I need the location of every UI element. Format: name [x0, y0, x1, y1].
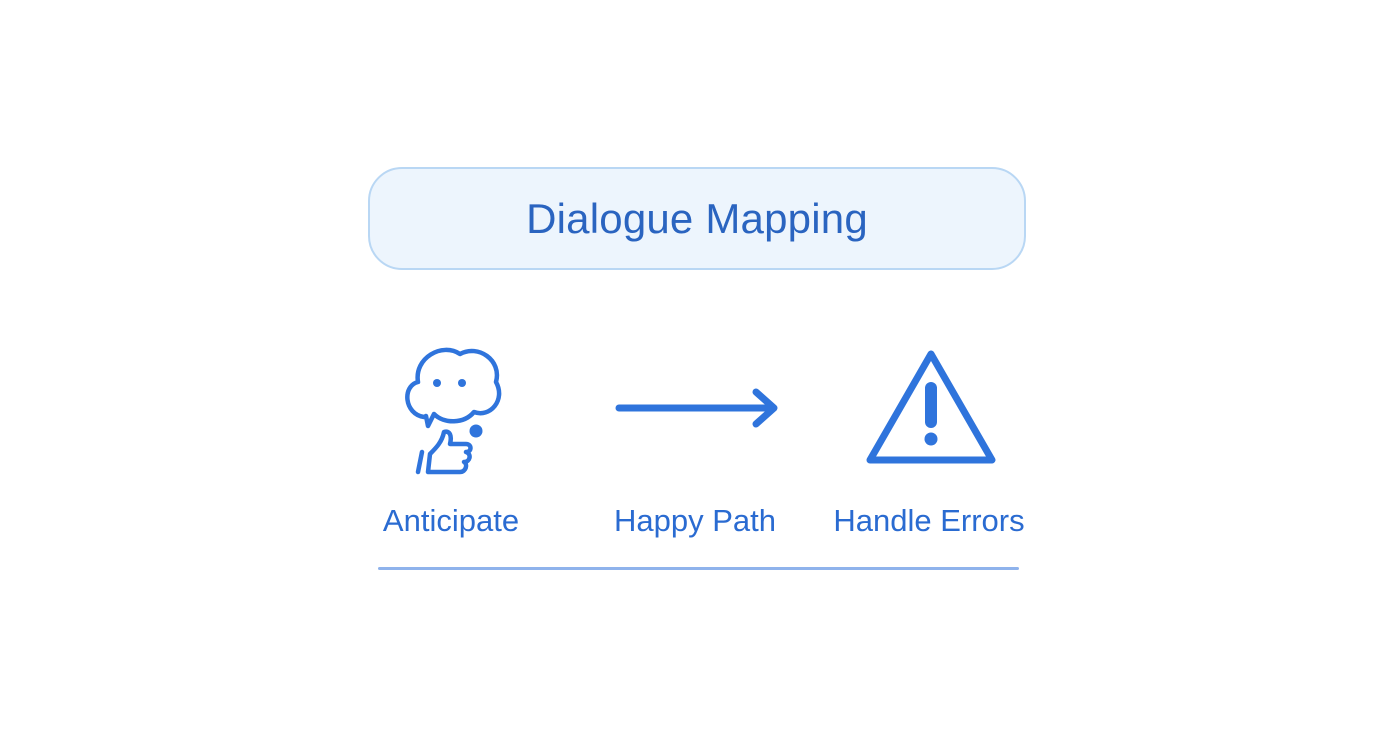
- step-label-handle-errors: Handle Errors: [833, 503, 1025, 538]
- diagram-title: Dialogue Mapping: [526, 194, 868, 242]
- thought-bubble-thumbs-up-icon: [398, 340, 508, 480]
- right-arrow-icon: [612, 384, 784, 432]
- warning-triangle-icon: [864, 348, 998, 466]
- title-banner: Dialogue Mapping: [368, 167, 1026, 270]
- timeline-baseline: [378, 567, 1019, 570]
- step-label-happy-path: Happy Path: [614, 503, 776, 538]
- step-label-anticipate: Anticipate: [382, 503, 520, 538]
